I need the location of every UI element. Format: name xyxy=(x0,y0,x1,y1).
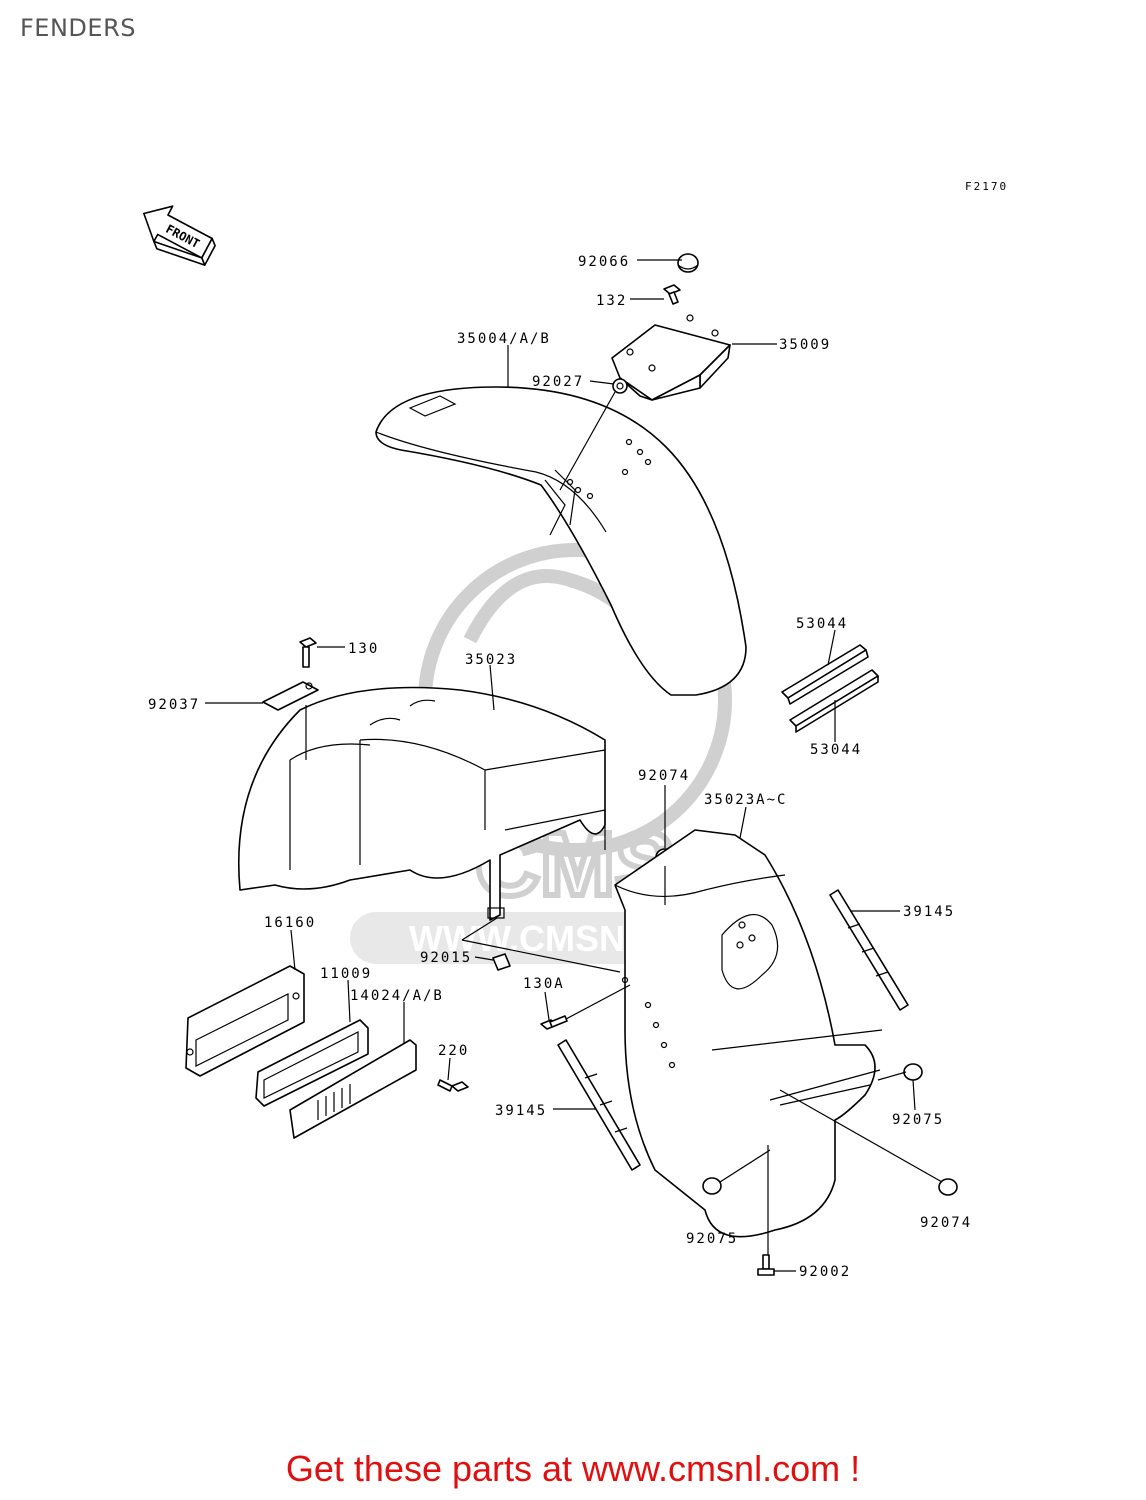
callout-92074-top: 92074 xyxy=(638,768,690,784)
page-title: FENDERS xyxy=(20,14,136,42)
callout-130a: 130A xyxy=(523,976,565,992)
figure-code: F2170 xyxy=(965,180,1008,193)
callout-92075-left: 92075 xyxy=(686,1231,738,1247)
callout-92066: 92066 xyxy=(578,254,630,270)
callout-130: 130 xyxy=(348,641,379,657)
callout-39145-right: 39145 xyxy=(903,904,955,920)
callout-92015: 92015 xyxy=(420,950,472,966)
part-39145-strip-right xyxy=(829,889,909,1011)
callout-labels: 92066 132 35009 35004/A/B 92027 53044 53… xyxy=(148,254,972,1280)
callout-92037: 92037 xyxy=(148,697,200,713)
callout-132: 132 xyxy=(596,293,627,309)
part-92075-cap-left xyxy=(702,1177,722,1195)
part-92066-cap xyxy=(677,253,699,273)
front-arrow-icon: FRONT xyxy=(143,205,216,266)
part-35023a-rear-fender xyxy=(614,829,883,1238)
callout-92027: 92027 xyxy=(532,374,584,390)
footer-link-text[interactable]: Get these parts at www.cmsnl.com ! xyxy=(285,1448,861,1489)
part-92015-clip xyxy=(492,953,511,971)
callout-35004: 35004/A/B xyxy=(457,331,551,347)
callout-35023: 35023 xyxy=(465,652,517,668)
part-35023-rear-fender xyxy=(237,686,606,921)
part-92027-nut xyxy=(612,378,628,394)
part-35009-bracket xyxy=(611,314,731,401)
part-132-bolt xyxy=(663,284,681,305)
parts-diagram: WWW.CMSNL.COM CMS F2170 FRONT xyxy=(143,180,1008,1280)
callout-53044-lower: 53044 xyxy=(810,742,862,758)
part-92037-plate xyxy=(262,681,319,711)
callout-35009: 35009 xyxy=(779,337,831,353)
part-14024-lens xyxy=(289,1039,417,1139)
part-53044-strip-upper xyxy=(781,644,869,705)
callout-11009: 11009 xyxy=(320,966,372,982)
callout-35023a: 35023A~C xyxy=(704,792,787,808)
callout-16160: 16160 xyxy=(264,915,316,931)
part-130a-bolt xyxy=(540,1015,568,1030)
callout-39145-left: 39145 xyxy=(495,1103,547,1119)
part-92002-bolt xyxy=(757,1254,775,1276)
callout-53044-upper: 53044 xyxy=(796,616,848,632)
callout-220: 220 xyxy=(438,1043,469,1059)
part-35004-front-fender xyxy=(375,386,747,696)
part-130-bolt xyxy=(299,637,317,668)
part-220-screw xyxy=(437,1079,469,1092)
part-16160-lamp-housing xyxy=(185,965,305,1077)
callout-92002: 92002 xyxy=(799,1264,851,1280)
part-39145-strip-left xyxy=(557,1039,641,1171)
part-92075-cap-right xyxy=(903,1063,923,1081)
callout-92075-right: 92075 xyxy=(892,1112,944,1128)
part-11009-gasket xyxy=(255,1019,369,1107)
callout-14024: 14024/A/B xyxy=(350,988,444,1004)
leader-lines xyxy=(205,259,943,1272)
part-92074-cap-bottom xyxy=(938,1178,958,1196)
part-53044-strip-lower xyxy=(789,669,879,733)
callout-92074-bottom: 92074 xyxy=(920,1215,972,1231)
